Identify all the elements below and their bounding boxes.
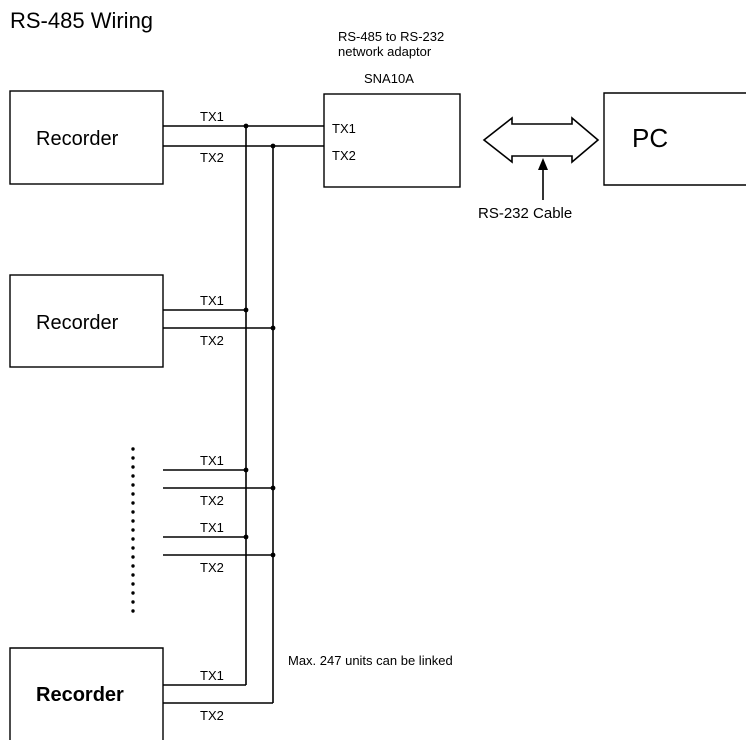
rs232-double-arrow [482, 116, 600, 164]
recorder-label-3: Recorder [36, 684, 124, 706]
unshown-unit-2-tx2-label: TX2 [200, 560, 224, 575]
recorder-box-1 [9, 90, 164, 185]
continuation-dot [131, 600, 135, 604]
adaptor-terminal-tx1: TX1 [332, 121, 356, 136]
unshown-unit-2-tx1-label: TX1 [200, 520, 224, 535]
continuation-dot [131, 510, 135, 514]
pc-label: PC [632, 123, 668, 153]
continuation-dot [131, 546, 135, 550]
recorder-2-tx2-label: TX2 [200, 333, 224, 348]
recorder-3-tx2-label: TX2 [200, 708, 224, 723]
continuation-dot [131, 492, 135, 496]
continuation-dot [131, 609, 135, 613]
continuation-dot [131, 501, 135, 505]
continuation-dot [131, 465, 135, 469]
continuation-dot [131, 591, 135, 595]
recorder-label-2: Recorder [36, 312, 119, 334]
continuation-dot [131, 474, 135, 478]
tx1-junction-dot [243, 534, 249, 540]
tx1-junction-dot [243, 123, 249, 129]
diagram-title: RS-485 Wiring [10, 8, 153, 33]
tx1-junction-dot [243, 467, 249, 473]
continuation-dot [131, 519, 135, 523]
continuation-dots [131, 447, 135, 613]
continuation-dot [131, 582, 135, 586]
unshown-unit-1-tx1-label: TX1 [200, 453, 224, 468]
adaptor-description-line2: network adaptor [338, 44, 432, 59]
recorder-1-tx2-label: TX2 [200, 150, 224, 165]
continuation-dot [131, 564, 135, 568]
adaptor-terminal-tx2: TX2 [332, 148, 356, 163]
adaptor-description-line1: RS-485 to RS-232 [338, 29, 444, 44]
continuation-dot [131, 537, 135, 541]
recorder-box-3 [9, 647, 164, 740]
tx2-junction-dot [270, 552, 276, 558]
continuation-dot [131, 528, 135, 532]
continuation-dot [131, 456, 135, 460]
recorder-box-2 [9, 274, 164, 368]
recorder-label-1: Recorder [36, 128, 119, 150]
cable-label: RS-232 Cable [478, 205, 572, 222]
recorder-3-tx1-label: TX1 [200, 668, 224, 683]
continuation-dot [131, 447, 135, 451]
continuation-dot [131, 483, 135, 487]
continuation-dot [131, 555, 135, 559]
recorder-1-tx1-label: TX1 [200, 109, 224, 124]
tx2-junction-dot [270, 325, 276, 331]
adaptor-box [323, 93, 461, 188]
max-units-note: Max. 247 units can be linked [288, 653, 453, 668]
tx2-junction-dot [270, 143, 276, 149]
recorder-2-tx1-label: TX1 [200, 293, 224, 308]
cable-pointer-arrowhead [538, 158, 548, 170]
unshown-unit-1-tx2-label: TX2 [200, 493, 224, 508]
pc-box [603, 92, 746, 186]
tx2-junction-dot [270, 485, 276, 491]
continuation-dot [131, 573, 135, 577]
tx1-junction-dot [243, 307, 249, 313]
adaptor-model: SNA10A [364, 71, 414, 86]
